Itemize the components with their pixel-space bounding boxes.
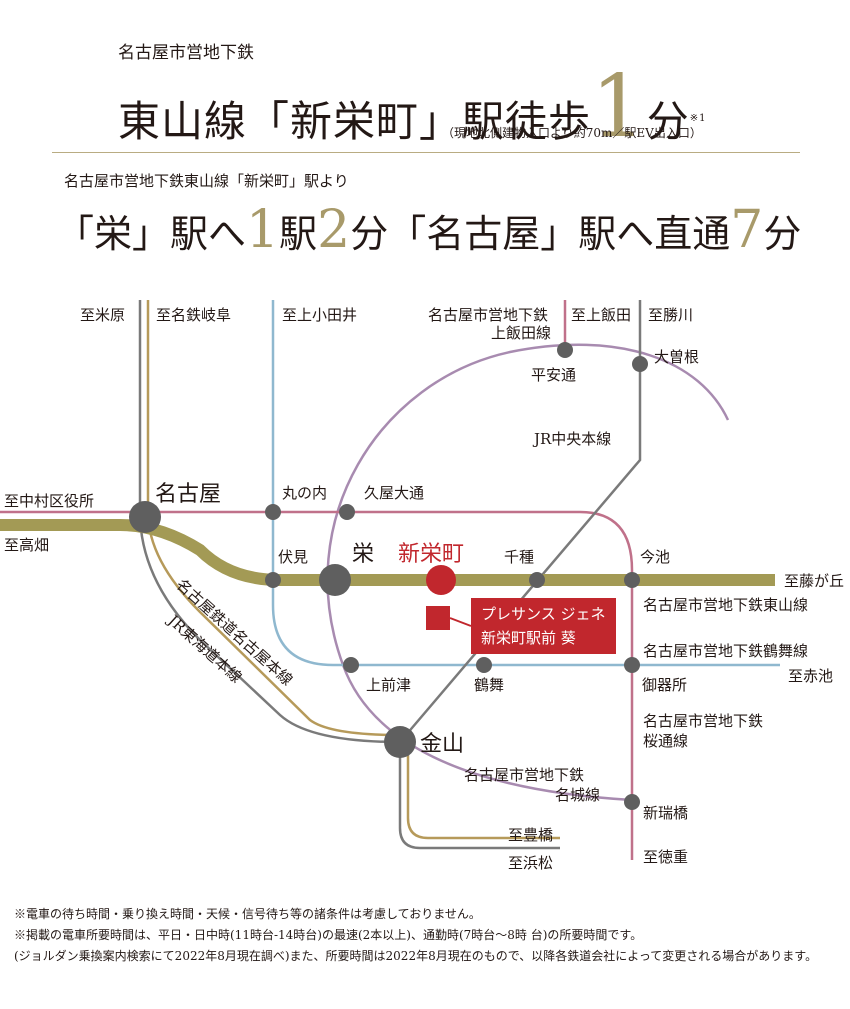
label-sakuradori-line2: 桜通線 bbox=[643, 732, 689, 750]
direction-nakamura: 至中村区役所 bbox=[4, 492, 95, 510]
header-walk-minutes: 1 bbox=[591, 57, 647, 157]
tsurumai-line bbox=[271, 300, 780, 667]
station-imaike bbox=[624, 572, 640, 588]
divider bbox=[52, 152, 800, 153]
label-imaike: 今池 bbox=[640, 548, 671, 566]
header-sub-note: （現地北側建物入口より約70m／駅EV出入口） bbox=[442, 126, 702, 140]
header-main: 東山線「新栄町」駅徒歩1分※1 bbox=[118, 64, 707, 150]
property-name-line2: 新栄町駅前 葵 bbox=[481, 629, 576, 647]
station-heian bbox=[557, 342, 573, 358]
property-marker bbox=[426, 606, 450, 630]
label-tsurumai-line: 名古屋市営地下鉄鶴舞線 bbox=[643, 642, 809, 660]
access-main: 「栄」駅へ1駅2分「名古屋」駅へ直通7分 bbox=[56, 200, 801, 260]
station-fushimi bbox=[265, 572, 281, 588]
label-kamimaezu: 上前津 bbox=[366, 676, 412, 694]
note-1: ※電車の待ち時間・乗り換え時間・天候・信号待ち等の諸条件は考慮しておりません。 bbox=[14, 907, 481, 921]
station-chikusa bbox=[529, 572, 545, 588]
label-jr-chuo: JR中央本線 bbox=[534, 430, 612, 448]
access-num3: 7 bbox=[730, 200, 764, 260]
direction-toyohashi: 至豊橋 bbox=[508, 826, 554, 844]
station-ozone bbox=[632, 356, 648, 372]
access-part4: 分 bbox=[763, 212, 802, 256]
label-hisaya: 久屋大通 bbox=[364, 484, 425, 502]
direction-kamiiida: 至上飯田 bbox=[571, 306, 632, 324]
label-nagoya: 名古屋 bbox=[155, 482, 222, 507]
station-hisaya bbox=[339, 504, 355, 520]
station-shinsakae-marker bbox=[426, 565, 456, 595]
station-markers bbox=[129, 342, 648, 810]
direction-takabata: 至高畑 bbox=[4, 536, 50, 554]
label-fushimi: 伏見 bbox=[278, 548, 309, 566]
kamiiida-line-name2: 上飯田線 bbox=[491, 324, 552, 342]
label-sakuradori-line1: 名古屋市営地下鉄 bbox=[643, 712, 764, 730]
access-part3: 分「名古屋」駅へ直通 bbox=[350, 212, 731, 256]
disclaimer-notes: ※電車の待ち時間・乗り換え時間・天候・信号待ち等の諸条件は考慮しておりません。 … bbox=[14, 904, 834, 967]
direction-meitetsu-gifu: 至名鉄岐阜 bbox=[156, 306, 232, 324]
access-num2: 2 bbox=[317, 200, 351, 260]
sakuradori-line bbox=[0, 510, 634, 860]
jr-chuo-line bbox=[399, 300, 642, 743]
property-callout: プレサンス ジェネ 新栄町駅前 葵 bbox=[471, 598, 616, 654]
station-gokiso bbox=[624, 657, 640, 673]
station-aratamabashi bbox=[624, 794, 640, 810]
direction-maibara: 至米原 bbox=[80, 306, 126, 324]
property-name-line1: プレサンス ジェネ bbox=[481, 605, 606, 623]
direction-fujigaoka: 至藤が丘 bbox=[784, 572, 845, 590]
jr-tokaido-line bbox=[138, 300, 560, 850]
header-footnote-mark: ※1 bbox=[689, 113, 707, 124]
header-operator: 名古屋市営地下鉄 bbox=[118, 43, 254, 63]
label-meijo-line2: 名城線 bbox=[555, 786, 601, 804]
station-kanayama bbox=[384, 726, 416, 758]
access-part1: 「栄」駅へ bbox=[56, 212, 247, 256]
access-heading: 名古屋市営地下鉄東山線「新栄町」駅より bbox=[64, 172, 349, 190]
label-sakae: 栄 bbox=[352, 542, 375, 567]
station-kamimaezu bbox=[343, 657, 359, 673]
label-chikusa: 千種 bbox=[504, 548, 535, 566]
direction-hamamatsu: 至浜松 bbox=[508, 854, 554, 872]
meitetsu-line bbox=[146, 300, 560, 840]
property-leader-line bbox=[449, 617, 472, 627]
direction-akaike: 至赤池 bbox=[788, 667, 834, 685]
label-ozone: 大曽根 bbox=[654, 348, 700, 366]
label-shinsakae: 新栄町 bbox=[398, 542, 465, 567]
station-marunouchi bbox=[265, 504, 281, 520]
label-tsurumai: 鶴舞 bbox=[474, 676, 505, 694]
station-tsurumai bbox=[476, 657, 492, 673]
station-sakae bbox=[319, 564, 351, 596]
meijo-line bbox=[326, 343, 730, 802]
station-nagoya bbox=[129, 501, 161, 533]
label-higashiyama-line: 名古屋市営地下鉄東山線 bbox=[643, 596, 809, 614]
kamiiida-line-name1: 名古屋市営地下鉄 bbox=[428, 306, 549, 324]
note-3: (ジョルダン乗換案内検索にて2022年8月現在調べ)また、所要時間は2022年8… bbox=[14, 949, 818, 963]
label-heian: 平安通 bbox=[531, 366, 577, 384]
label-kanayama: 金山 bbox=[420, 732, 465, 757]
label-aratamabashi: 新瑞橋 bbox=[643, 804, 689, 822]
label-marunouchi: 丸の内 bbox=[282, 484, 328, 502]
direction-kamiotai: 至上小田井 bbox=[282, 306, 358, 324]
header-main-text: 東山線「新栄町」駅徒歩 bbox=[118, 97, 592, 146]
access-num1: 1 bbox=[246, 200, 280, 260]
direction-tokushige: 至徳重 bbox=[643, 848, 689, 866]
label-gokiso: 御器所 bbox=[642, 676, 688, 694]
direction-kachigawa: 至勝川 bbox=[648, 306, 694, 324]
label-meijo-line1: 名古屋市営地下鉄 bbox=[464, 766, 585, 784]
access-part2: 駅 bbox=[279, 212, 318, 256]
note-2: ※掲載の電車所要時間は、平日・日中時(11時台-14時台)の最速(2本以上)、通… bbox=[14, 928, 643, 942]
header-unit: 分 bbox=[646, 97, 690, 146]
